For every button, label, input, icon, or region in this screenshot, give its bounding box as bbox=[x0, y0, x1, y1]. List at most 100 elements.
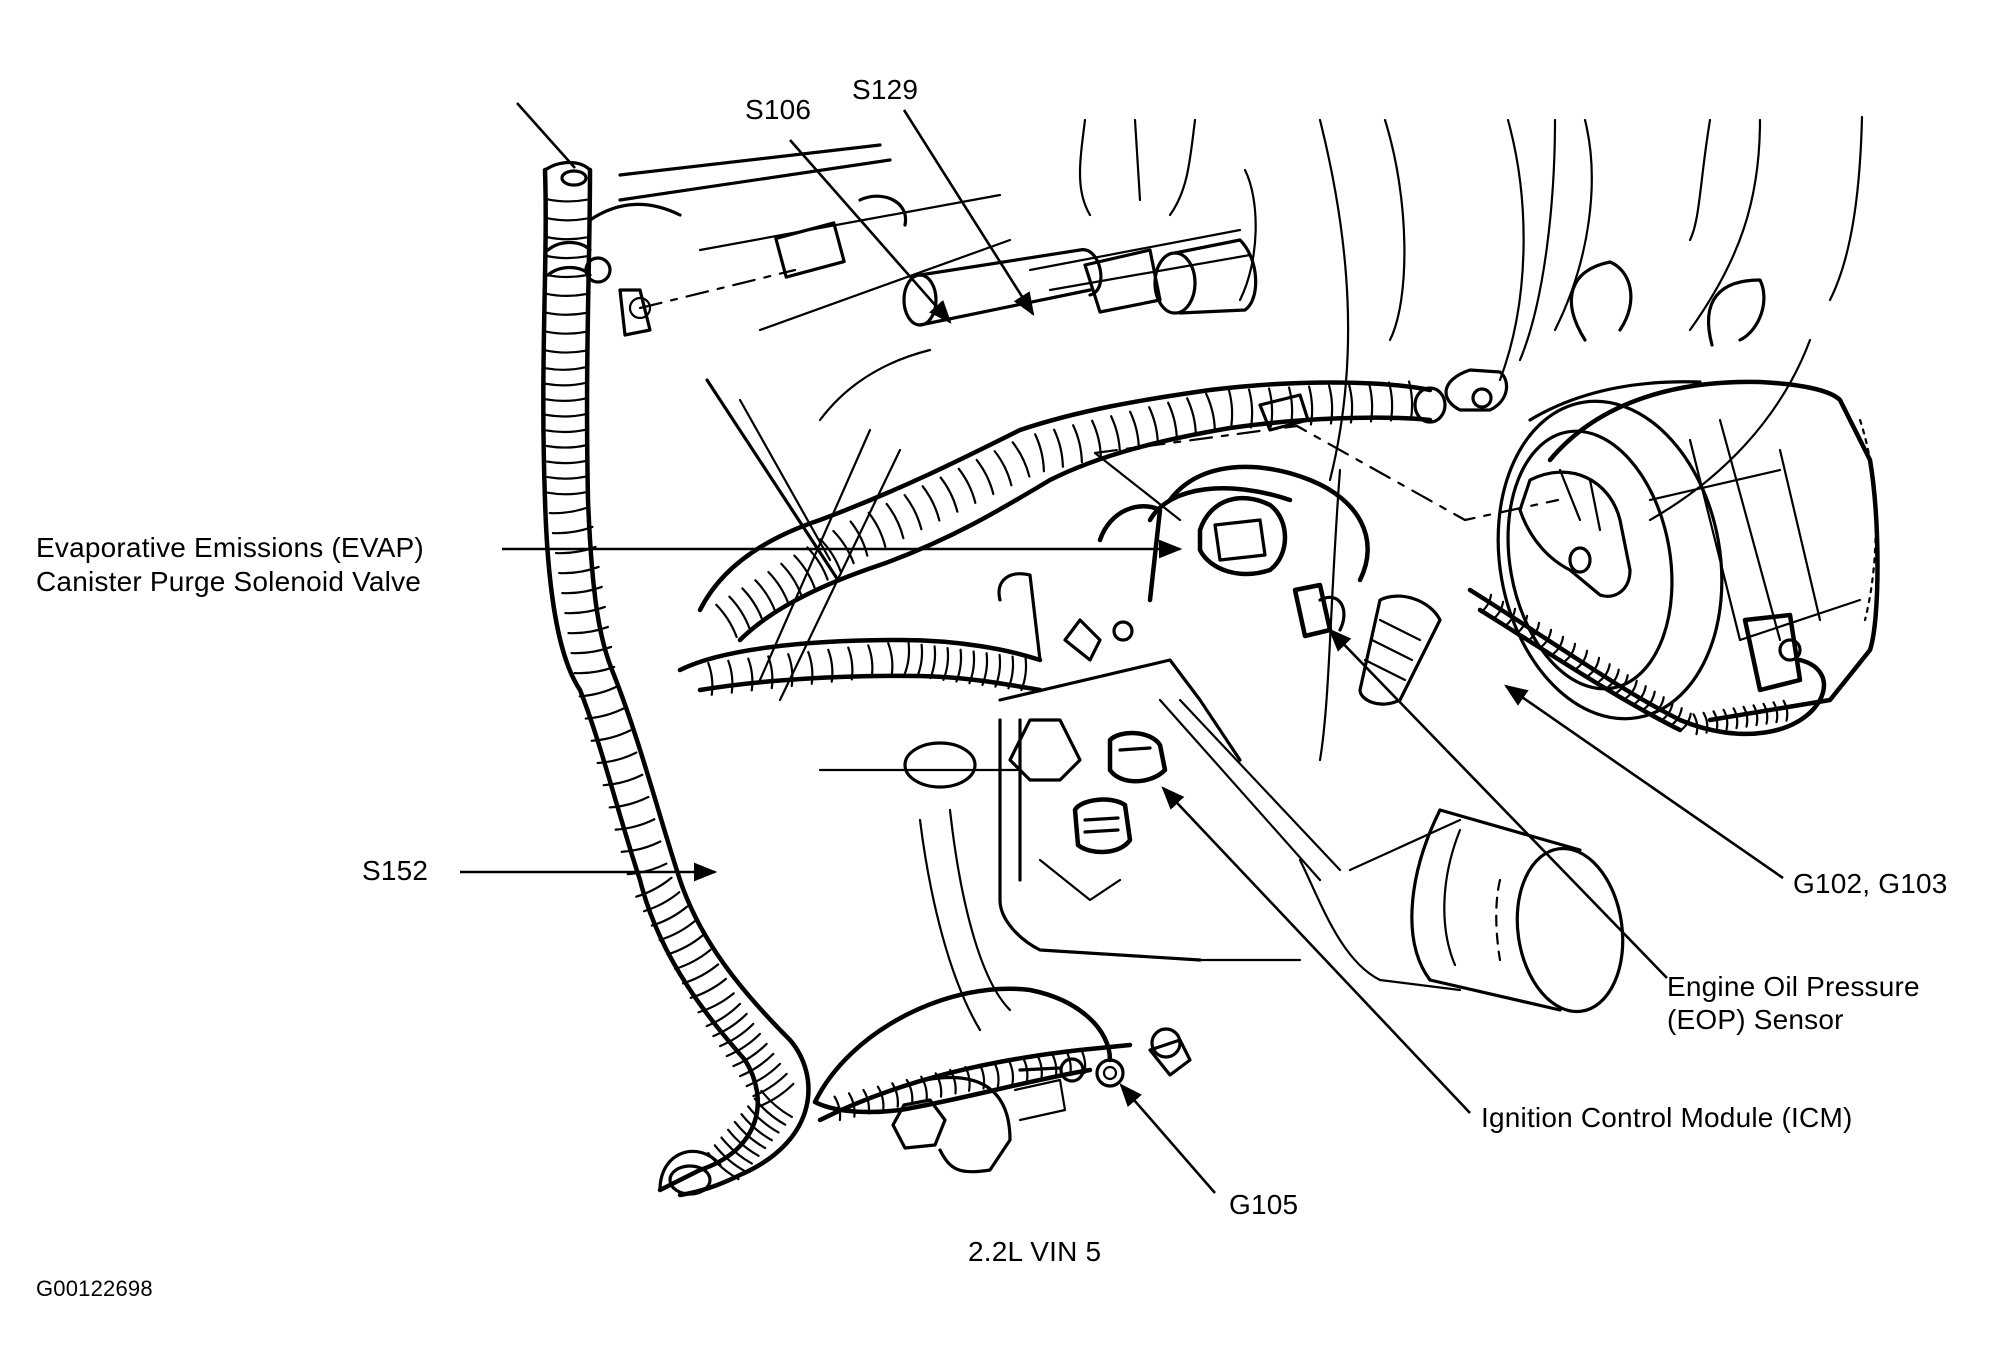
label-eop-line1: Engine Oil Pressure bbox=[1667, 971, 1920, 1002]
harness-wrap-rib bbox=[1742, 705, 1749, 728]
harness-wrap-rib bbox=[544, 273, 588, 279]
harness-wrap-rib bbox=[1287, 386, 1294, 427]
harness-wrap-rib bbox=[1575, 649, 1589, 670]
harness-wrap-rib bbox=[1387, 381, 1394, 422]
harness-wrap-rib bbox=[642, 891, 681, 913]
harness-wrap-rib bbox=[1527, 621, 1541, 642]
alternator-harness bbox=[1467, 587, 1827, 737]
harness-wrap-rib bbox=[1607, 668, 1620, 688]
leader-g102-g103 bbox=[1504, 684, 1784, 880]
harness-wrap-rib bbox=[551, 525, 594, 535]
label-eop-line2: (EOP) Sensor bbox=[1667, 1004, 1844, 1035]
harness-wrap-rib bbox=[712, 1012, 748, 1038]
harness-wrap-rib bbox=[1110, 415, 1121, 455]
harness-wrap-rib bbox=[827, 648, 834, 683]
harness-wrap-rib bbox=[905, 1078, 914, 1105]
harness-wrap-rib bbox=[546, 490, 589, 496]
harness-wrap-rib bbox=[1148, 406, 1159, 446]
harness-wrap-rib bbox=[1091, 419, 1102, 459]
harness-wrap-rib bbox=[546, 459, 589, 465]
harness-wrap-rib bbox=[544, 381, 587, 387]
harness-wrap-rib bbox=[745, 1062, 782, 1088]
harness-wrap-rib bbox=[887, 642, 894, 677]
figure-caption: 2.2L VIN 5 bbox=[968, 1236, 1102, 1267]
harness-wrap-rib bbox=[1079, 1048, 1087, 1075]
harness-wrap-rib bbox=[1634, 685, 1647, 705]
harness-wrap-rib bbox=[725, 1032, 762, 1058]
harness-wrap-rib bbox=[738, 1052, 775, 1078]
harness-wrap-rib bbox=[981, 652, 989, 687]
harness-wrap-rib bbox=[545, 198, 588, 203]
harness-wrap-rib bbox=[867, 511, 887, 548]
leader-lines bbox=[460, 102, 1784, 1194]
harness-wrap-rib bbox=[578, 684, 620, 698]
leader-eop bbox=[1328, 628, 1668, 979]
harness-wrap-rib bbox=[758, 1082, 795, 1108]
harness-wrap-rib bbox=[1679, 712, 1692, 732]
harness-wrap-rib bbox=[545, 428, 588, 434]
harness-wrap-rib bbox=[847, 1092, 856, 1118]
lower-engine bbox=[812, 658, 1462, 1174]
harness-wrap-rib bbox=[1347, 383, 1354, 424]
harness-wrap-rib bbox=[546, 475, 589, 480]
harness-wrap-rib bbox=[720, 1136, 753, 1165]
harness-wrap-rib bbox=[1020, 657, 1028, 692]
harness-wrap-rib bbox=[993, 450, 1013, 487]
figure-id: G00122698 bbox=[36, 1276, 153, 1301]
harness-wrap-rib bbox=[957, 467, 977, 504]
harness-wrap-rib bbox=[1515, 614, 1529, 635]
harness-wrap-rib bbox=[740, 1113, 773, 1142]
harness-wrap-rib bbox=[713, 1144, 747, 1173]
harness-wrap-rib bbox=[707, 1152, 740, 1181]
harness-wrap-rib bbox=[635, 876, 673, 898]
harness-wrap-rib bbox=[1227, 389, 1234, 430]
harness-wrap-rib bbox=[620, 840, 662, 853]
middle-harness bbox=[677, 572, 1134, 696]
harness-wrap-rib bbox=[1267, 387, 1274, 428]
harness-wrap-rib bbox=[1702, 711, 1709, 734]
harness-wrap-rib bbox=[544, 292, 587, 297]
harness-wrap-rib bbox=[596, 751, 638, 765]
harness-wrap-rib bbox=[1065, 1050, 1072, 1077]
harness-wrap-rib bbox=[1011, 441, 1031, 478]
harness-wrap-rib bbox=[727, 1128, 760, 1157]
harness-wrap-rib bbox=[602, 773, 644, 787]
harness-wrap-rib bbox=[747, 1105, 780, 1134]
harness-wrap-rib bbox=[590, 729, 632, 742]
harness-wrap-rib bbox=[732, 1042, 768, 1068]
harness-wrap-rib bbox=[650, 905, 689, 927]
label-evap-line1: Evaporative Emissions (EVAP) bbox=[36, 532, 424, 563]
harness-wrap-rib bbox=[921, 485, 941, 522]
harness-wrap-rib bbox=[760, 1089, 793, 1118]
harness-wrap-rib bbox=[1752, 704, 1759, 727]
harness-wrap-rib bbox=[833, 1095, 842, 1122]
harness-wrap-rib bbox=[1129, 410, 1140, 450]
harness-wrap-rib bbox=[573, 665, 616, 675]
harness-wrap-rib bbox=[558, 565, 600, 575]
harness-wrap-rib bbox=[707, 661, 714, 696]
harness-wrap-rib bbox=[570, 645, 613, 655]
harness-wrap-rib bbox=[1551, 635, 1565, 656]
harness-wrap-rib bbox=[1616, 674, 1629, 694]
harness-wrap-rib bbox=[608, 795, 650, 809]
harness-wrap-rib bbox=[1007, 1059, 1015, 1086]
harness-wrap-rib bbox=[1722, 708, 1729, 731]
harness-wrap-rib bbox=[567, 625, 610, 635]
harness-wrap-rib bbox=[747, 657, 754, 692]
harness-wrap-rib bbox=[544, 330, 587, 335]
harness-wrap-rib bbox=[767, 655, 774, 690]
main-wiring-harness bbox=[541, 160, 811, 1198]
harness-wrap-rib bbox=[752, 1072, 788, 1098]
harness-wrap-rib bbox=[733, 1120, 767, 1150]
harness-wrap-rib bbox=[1186, 397, 1197, 437]
harness-wrap-rib bbox=[819, 538, 842, 573]
harness-wrap-rib bbox=[891, 1082, 899, 1108]
harness-wrap-rib bbox=[862, 1088, 871, 1115]
oil-filter bbox=[1410, 808, 1625, 1014]
harness-wrap-rib bbox=[584, 707, 626, 720]
harness-wrap-rib bbox=[561, 585, 603, 595]
harness-wrap-rib bbox=[1247, 388, 1254, 429]
harness-wrap-rib bbox=[1539, 628, 1553, 649]
harness-wrap-rib bbox=[718, 1022, 755, 1048]
harness-wrap-rib bbox=[1034, 433, 1045, 473]
